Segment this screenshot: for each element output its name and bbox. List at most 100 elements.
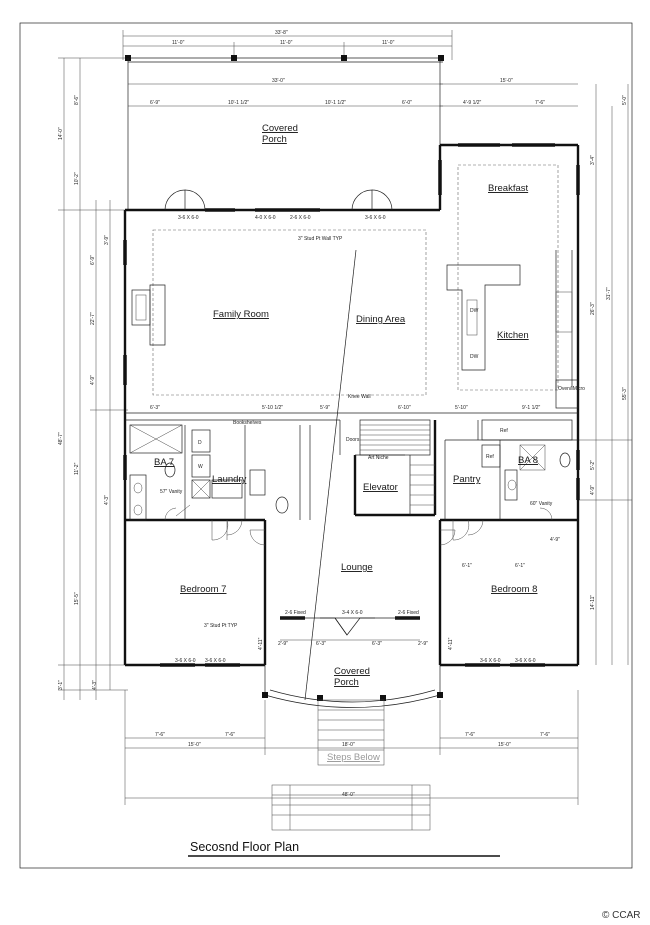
dim-mid-4: 6'-10"	[398, 405, 411, 411]
label-dryer: D	[198, 440, 202, 446]
dim-porch-width: 33'-0"	[272, 78, 285, 84]
dim-lower-8: 6'-1"	[515, 563, 525, 569]
interior-walls	[125, 412, 578, 522]
stair-treads	[359, 419, 435, 515]
family-dining-ceiling	[152, 229, 427, 396]
dim-left-12: 3'-1"	[58, 680, 64, 690]
label-bookshelves: Bookshelves	[233, 420, 262, 426]
dim-bottom-width-2: 18'-0"	[342, 742, 355, 748]
note-knee-wall: Knee Wall	[348, 394, 371, 400]
tag-window-11: 2-6 Fixed	[398, 610, 419, 616]
label-washer: W	[198, 464, 203, 470]
dim-left-9: 11'-2"	[74, 462, 80, 475]
dim-porch-seg-3: 10'-1 1/2"	[325, 100, 346, 106]
dim-right-1: 5'-0"	[622, 95, 628, 105]
hall-bath-fixtures	[249, 469, 289, 514]
dim-left-1: 14'-0"	[58, 127, 64, 140]
dim-bottom-seg-2: 7'-6"	[225, 732, 235, 738]
dim-left-2: 8'-6"	[74, 95, 80, 105]
tag-window-6: 3-6 X 6-0	[205, 658, 226, 664]
left-dimension-lines	[58, 57, 128, 700]
label-oven: Oven/ Micro	[558, 386, 585, 392]
dim-lower-9: 4'-9"	[550, 537, 560, 543]
note-doors: Doors	[346, 437, 360, 443]
dim-mid-2: 5'-10 1/2"	[262, 405, 283, 411]
room-covered-porch-top-1: Covered	[262, 123, 298, 134]
tag-window-7: 3-6 X 6-0	[480, 658, 501, 664]
tag-window-10: 2-6 Fixed	[285, 610, 306, 616]
stairs-below	[271, 699, 431, 831]
room-covered-porch-top-2: Porch	[262, 134, 287, 145]
dim-right-3: 31'-7"	[606, 287, 612, 300]
bottom-dimension-lines	[124, 690, 579, 805]
windows	[123, 143, 580, 667]
dim-porch-seg-4: 6'-0"	[402, 100, 412, 106]
room-steps-below: Steps Below	[327, 752, 380, 763]
dim-right-7: 4'-9"	[590, 485, 596, 495]
label-ref-2: Ref	[486, 454, 494, 460]
dim-left-6: 4'-9"	[90, 375, 96, 385]
dim-right-8: 14'-11"	[590, 595, 596, 610]
dim-left-5: 22'-7"	[90, 312, 96, 325]
ba7-fixtures	[129, 424, 183, 521]
dim-mid-6: 9'-1 1/2"	[522, 405, 541, 411]
tag-window-8: 3-6 X 6-0	[515, 658, 536, 664]
dim-lower-5: 4'-11"	[258, 637, 264, 650]
dim-lower-6: 4'-11"	[448, 637, 454, 650]
ccar-watermark: © CCAR	[602, 910, 640, 921]
dim-bay-2: 11'-0"	[280, 40, 293, 46]
dim-right-4: 26'-3"	[590, 302, 596, 315]
label-ref-1: Ref	[500, 428, 508, 434]
dim-left-4: 6'-9"	[90, 255, 96, 265]
room-elevator: Elevator	[363, 482, 398, 493]
dim-left-7: 3'-9"	[104, 235, 110, 245]
room-bedroom-8: Bedroom 8	[491, 584, 537, 595]
dim-bottom-seg-1: 7'-6"	[155, 732, 165, 738]
room-breakfast: Breakfast	[488, 183, 528, 194]
dim-mid-1: 6'-3"	[150, 405, 160, 411]
note-art-niche: Art Niche	[368, 455, 389, 461]
room-pantry: Pantry	[453, 474, 481, 485]
dim-left-8: 48'-7"	[58, 432, 64, 445]
top-dimension-lines	[122, 30, 578, 107]
porch-french-doors	[164, 189, 393, 211]
tag-window-9: 3-4 X 6-0	[342, 610, 363, 616]
exterior-walls	[123, 55, 580, 667]
note-stud-wall-top: 3" Stud Pt Wall TYP	[298, 236, 343, 242]
dim-left-11: 15'-5"	[74, 592, 80, 605]
dim-lower-7: 6'-1"	[462, 563, 472, 569]
dim-left-10: 4'-3"	[104, 495, 110, 505]
dim-kitchen-width: 15'-0"	[500, 78, 513, 84]
room-laundry: Laundry	[212, 474, 247, 485]
dim-right-6: 5'-2"	[590, 460, 596, 470]
right-dimension-lines	[578, 84, 632, 665]
dim-mid-3: 5'-9"	[320, 405, 330, 411]
tag-window-5: 3-6 X 6-0	[175, 658, 196, 664]
label-dw-2: DW	[470, 354, 479, 360]
dim-bottom-seg-3: 7'-6"	[465, 732, 475, 738]
label-ba8-vanity: 60" Vanity	[530, 501, 553, 507]
view-line	[304, 249, 357, 701]
dim-kitchen-seg-2: 7'-6"	[535, 100, 545, 106]
dim-bottom-width-1: 15'-0"	[188, 742, 201, 748]
kitchen-counter	[555, 250, 579, 409]
dim-porch-seg-1: 6'-9"	[150, 100, 160, 106]
room-covered-porch-bottom-2: Porch	[334, 677, 359, 688]
room-ba7: BA 7	[154, 457, 174, 468]
dim-lower-2: 6'-3"	[316, 641, 326, 647]
dim-lower-4: 2'-9"	[418, 641, 428, 647]
dim-stairs-width: 48'-0"	[342, 792, 355, 798]
label-ba7-vanity: 57" Vanity	[160, 489, 183, 495]
room-ba8: BA 8	[518, 455, 538, 466]
dim-overall-top: 33'-8"	[275, 30, 288, 36]
dim-right-5: 55'-3"	[622, 387, 628, 400]
room-covered-porch-bottom-1: Covered	[334, 666, 370, 677]
tag-window-4: 3-6 X 6-0	[365, 215, 386, 221]
kitchen-island	[446, 264, 521, 371]
dim-left-13: 4'-3"	[92, 680, 98, 690]
dim-bay-3: 11'-0"	[382, 40, 395, 46]
dim-kitchen-seg-1: 4'-9 1/2"	[463, 100, 482, 106]
dim-lower-1: 2'-9"	[278, 641, 288, 647]
tag-window-3: 2-6 X 6-0	[290, 215, 311, 221]
dim-bottom-seg-4: 7'-6"	[540, 732, 550, 738]
